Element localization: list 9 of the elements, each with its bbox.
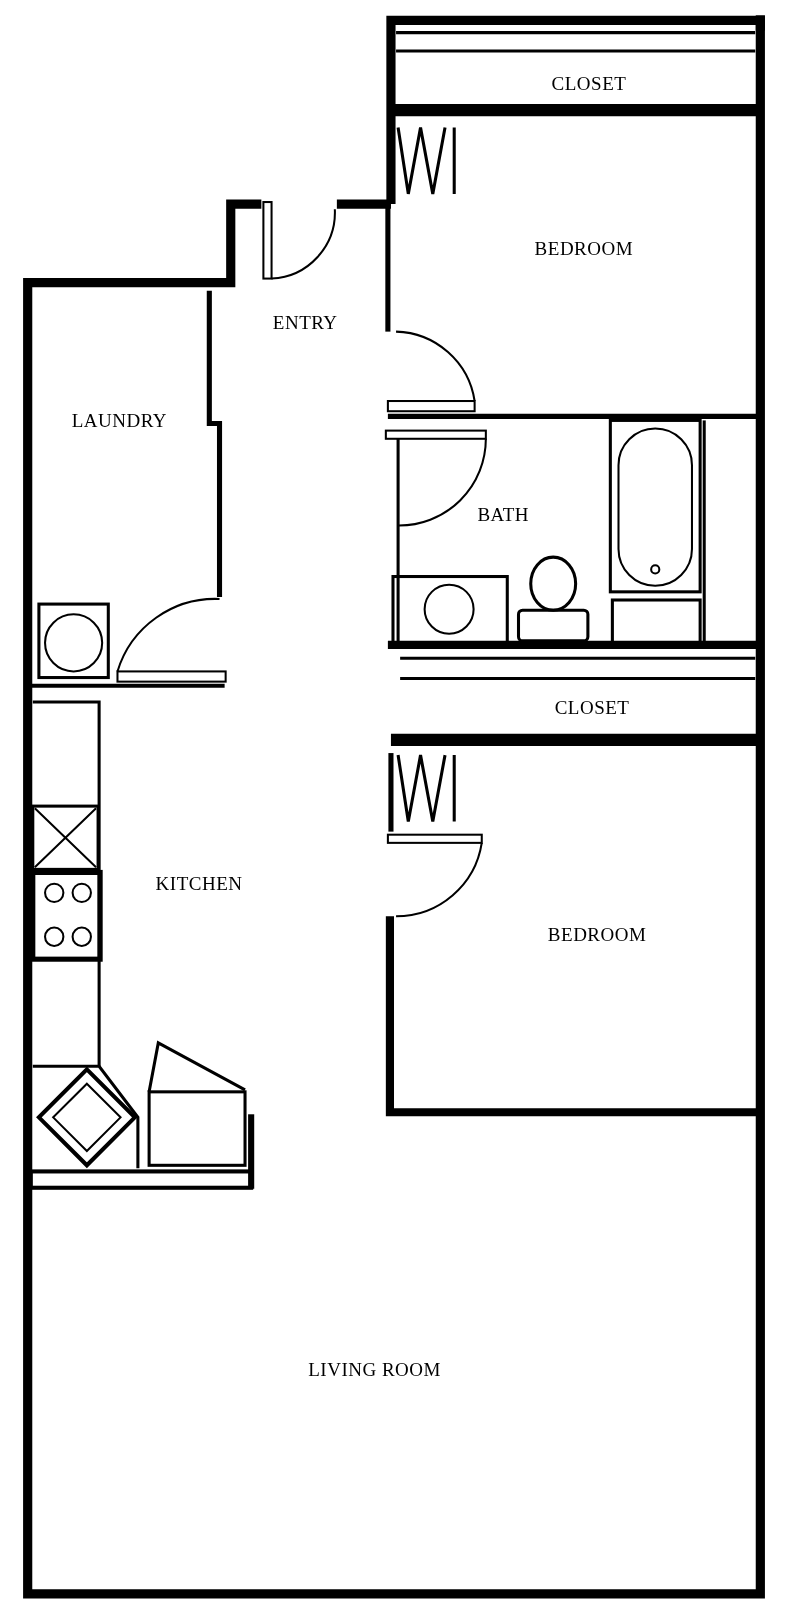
room-label: BEDROOM [547,924,647,946]
room-label: CLOSET [551,72,627,95]
room-label: KITCHEN [155,872,243,895]
room-label: LIVING ROOM [308,1358,441,1381]
room-label: CLOSET [554,697,630,720]
room-label: LAUNDRY [71,409,168,432]
room-label: BATH [477,504,530,527]
room-label: BEDROOM [534,238,634,261]
room-label: ENTRY [272,311,338,334]
